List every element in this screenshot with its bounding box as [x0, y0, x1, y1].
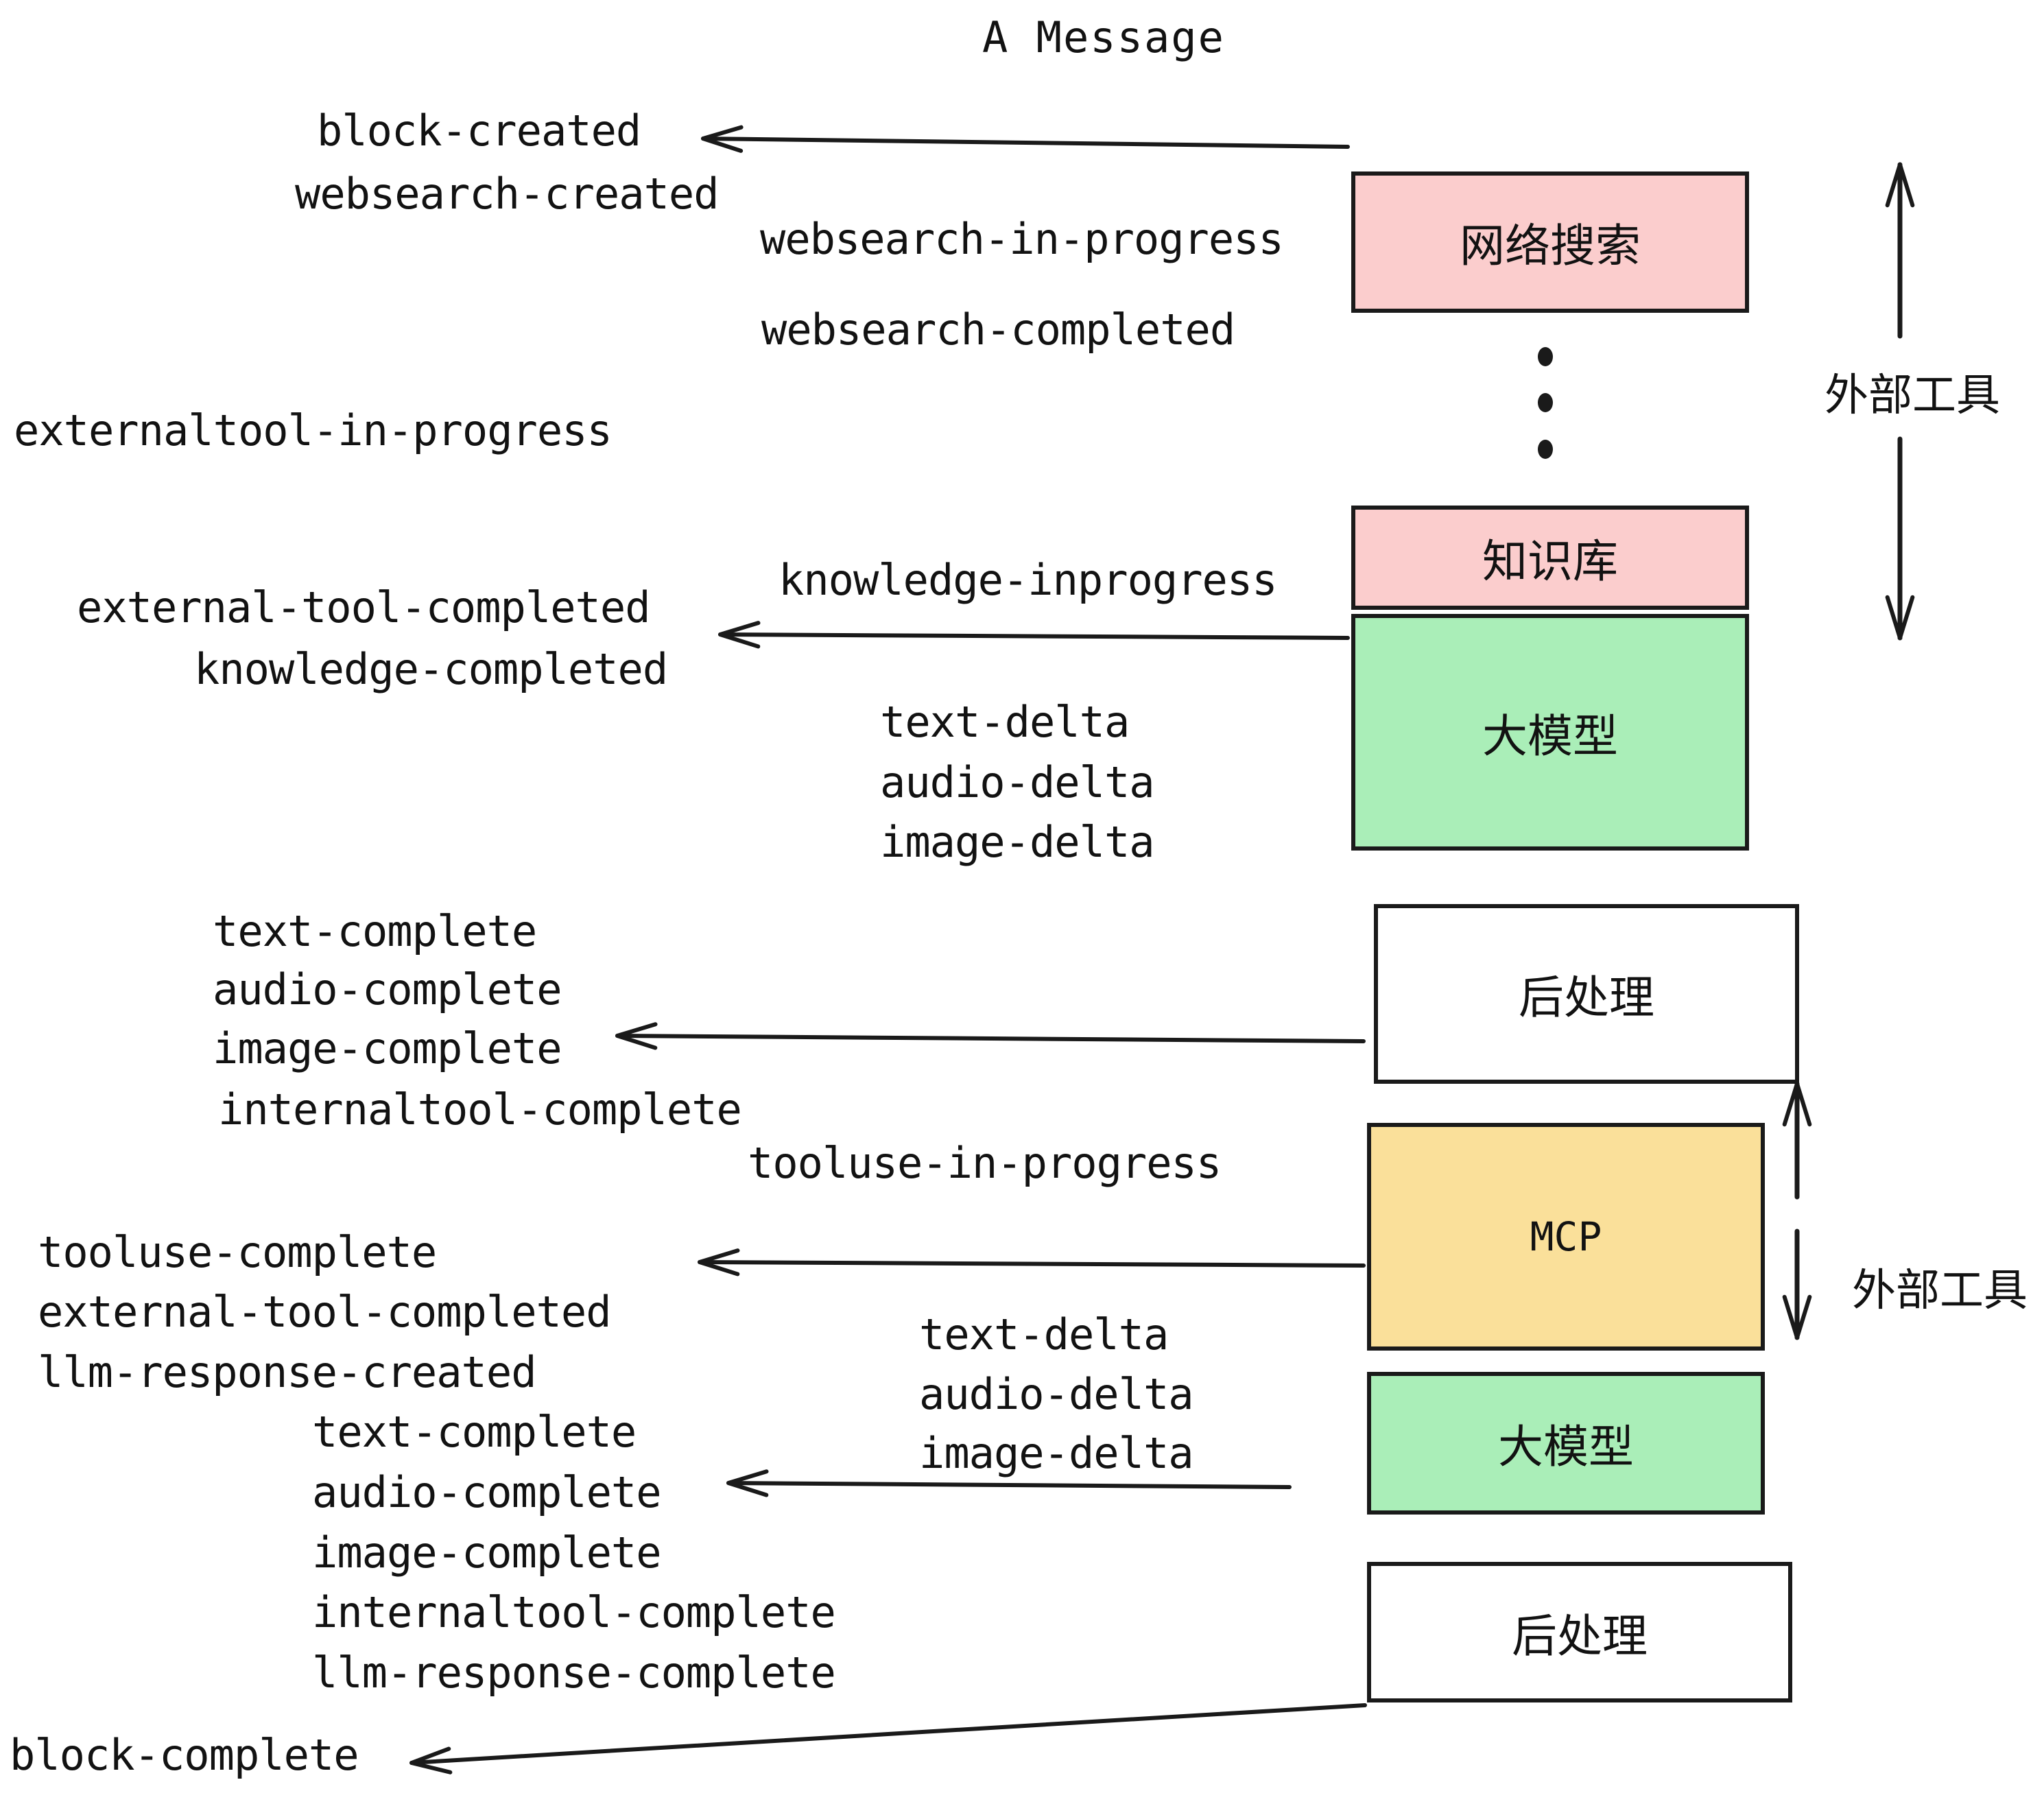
event-label-knowledge-inprogress: knowledge-inprogress	[779, 555, 1278, 605]
node-websearch[interactable]	[1351, 171, 1749, 313]
node-llm-1[interactable]	[1351, 614, 1749, 851]
event-label-tooluse-complete: tooluse-complete	[38, 1227, 437, 1277]
arrow-tooluse-complete-line	[698, 1260, 1366, 1268]
ellipsis-dot-3	[1538, 440, 1553, 459]
event-label-audio-delta-2: audio-delta	[919, 1369, 1194, 1419]
node-postprocess-1[interactable]	[1374, 904, 1799, 1084]
node-label-postprocess-2: 后处理	[1512, 1609, 1648, 1663]
event-label-internaltool-complete-1: internaltool-complete	[218, 1084, 742, 1135]
event-label-text-delta-1: text-delta	[880, 697, 1130, 747]
event-label-text-delta-2: text-delta	[919, 1309, 1169, 1360]
ellipsis-dot-2	[1538, 393, 1553, 412]
event-label-block-created: block-created	[317, 106, 641, 156]
event-label-audio-complete-2: audio-complete	[312, 1467, 662, 1517]
event-label-tooluse-in-progress: tooluse-in-progress	[748, 1138, 1222, 1188]
node-label-mcp: MCP	[1530, 1213, 1602, 1260]
arrow-audio-complete-head	[726, 1469, 769, 1497]
arrow-block-complete-head	[409, 1746, 453, 1775]
node-label-llm-2: 大模型	[1498, 1421, 1634, 1473]
arrow-block-complete-line	[409, 1703, 1367, 1765]
external-tool-arrow-up-top-head	[1885, 163, 1915, 208]
event-label-websearch-in-progress: websearch-in-progress	[760, 214, 1284, 264]
node-label-postprocess-1: 后处理	[1519, 971, 1654, 1024]
side-label-external-tool-top: 外部工具	[1825, 370, 2000, 421]
node-label-knowledge: 知识库	[1482, 535, 1618, 588]
arrow-image-complete-line	[615, 1034, 1366, 1043]
event-label-block-complete: block-complete	[10, 1730, 359, 1780]
event-label-image-complete-2: image-complete	[312, 1528, 662, 1578]
event-label-text-complete-2: text-complete	[312, 1407, 637, 1457]
event-label-knowledge-completed: knowledge-completed	[194, 644, 668, 694]
side-label-external-tool-bottom: 外部工具	[1852, 1266, 2028, 1316]
event-label-websearch-completed: websearch-completed	[761, 305, 1235, 355]
arrow-websearch-created-head	[701, 125, 744, 153]
arrow-knowledge-completed-head	[718, 621, 761, 649]
event-label-externaltool-in-progress: externaltool-in-progress	[14, 405, 613, 455]
arrow-tooluse-complete-head	[698, 1248, 740, 1277]
external-tool-arrow-down-top-head	[1885, 595, 1915, 640]
event-label-image-delta-2: image-delta	[919, 1428, 1194, 1478]
event-label-audio-complete-1: audio-complete	[213, 964, 562, 1014]
event-label-llm-response-complete: llm-response-complete	[312, 1648, 836, 1698]
node-label-llm-1: 大模型	[1482, 709, 1618, 763]
event-label-external-tool-completed-1: external-tool-completed	[77, 582, 651, 632]
event-label-text-complete-1: text-complete	[213, 906, 537, 956]
event-label-internaltool-complete-2: internaltool-complete	[312, 1587, 836, 1637]
arrow-knowledge-completed-line	[718, 632, 1350, 640]
node-postprocess-2[interactable]	[1367, 1562, 1792, 1702]
event-label-image-complete-1: image-complete	[213, 1023, 562, 1073]
node-label-websearch: 网络搜索	[1460, 219, 1641, 272]
node-knowledge[interactable]	[1351, 506, 1749, 610]
node-llm-2[interactable]	[1367, 1372, 1765, 1515]
node-mcp[interactable]	[1367, 1123, 1765, 1351]
arrow-websearch-created-line	[701, 137, 1350, 149]
page-title: A Message	[982, 12, 1225, 62]
event-label-websearch-created: websearch-created	[295, 169, 720, 219]
event-label-audio-delta-1: audio-delta	[880, 757, 1155, 807]
ellipsis-dot-1	[1538, 347, 1553, 366]
arrow-image-complete-head	[615, 1022, 658, 1050]
event-label-image-delta-1: image-delta	[880, 817, 1155, 867]
event-label-llm-response-created: llm-response-created	[38, 1347, 537, 1397]
external-tool-arrow-down-bottom-head	[1782, 1294, 1812, 1340]
arrow-audio-complete-line	[726, 1481, 1292, 1489]
event-label-external-tool-completed-2: external-tool-completed	[38, 1287, 612, 1337]
external-tool-arrow-up-bottom-head	[1782, 1082, 1812, 1127]
